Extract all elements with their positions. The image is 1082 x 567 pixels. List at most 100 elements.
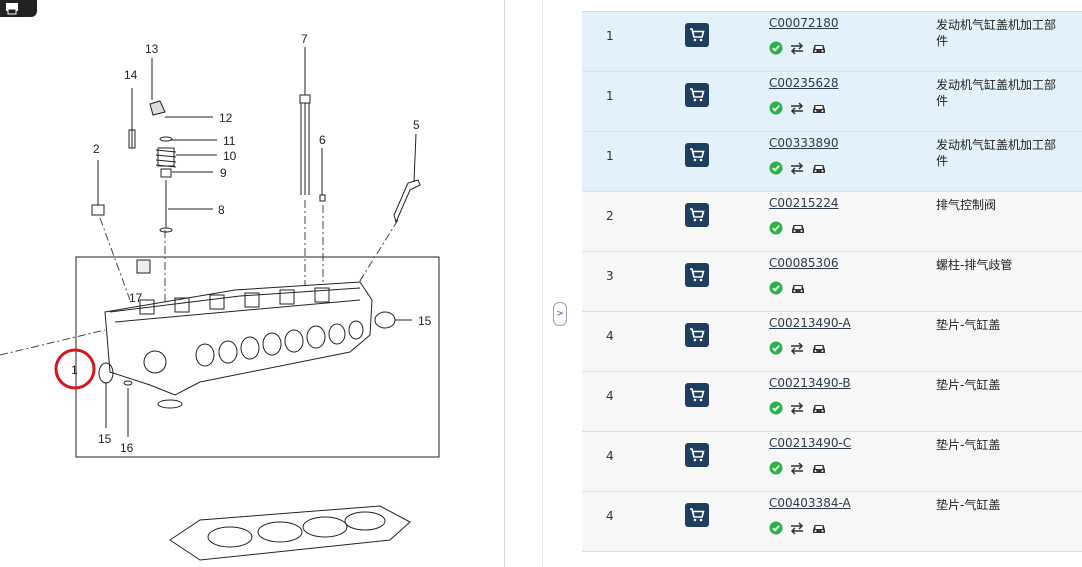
print-icon [6,3,18,15]
quantity-cell: 1 [606,29,614,43]
swap-arrows-icon[interactable] [790,401,804,415]
car-icon[interactable] [811,341,827,355]
check-circle-icon [769,161,783,175]
parts-list: 1 C00072180 发动机气缸盖机加工部件 1 C00235628 [582,12,1082,552]
add-to-cart-button[interactable] [685,383,709,407]
callout-16[interactable]: 16 [120,441,134,455]
callout-15[interactable]: 15 [98,432,112,446]
part-number-link[interactable]: C00213490-C [769,436,852,450]
shopping-cart-icon [690,328,705,342]
part-number-link[interactable]: C00403384-A [769,496,851,510]
part-number-link[interactable]: C00072180 [769,16,839,30]
pane-gutter [505,0,543,567]
part-description: 垫片-气缸盖 [936,378,1001,392]
callout-15[interactable]: 15 [418,314,432,328]
swap-arrows-icon[interactable] [790,341,804,355]
check-circle-icon [769,521,783,535]
shopping-cart-icon [690,88,705,102]
add-to-cart-button[interactable] [685,503,709,527]
collapse-handle[interactable]: > [553,302,567,326]
quantity-cell: 4 [606,449,614,463]
part-number-link[interactable]: C00213490-A [769,316,851,330]
callout-9[interactable]: 9 [220,166,227,180]
part-description: 垫片-气缸盖 [936,438,1001,452]
quantity-cell: 3 [606,269,614,283]
car-icon[interactable] [811,101,827,115]
car-icon[interactable] [811,461,827,475]
swap-arrows-icon[interactable] [790,41,804,55]
table-row[interactable]: 2 C00215224 排气控制阀 [582,192,1082,252]
car-icon[interactable] [811,521,827,535]
quantity-cell: 4 [606,509,614,523]
shopping-cart-icon [690,148,705,162]
add-to-cart-button[interactable] [685,143,709,167]
car-icon[interactable] [790,221,806,235]
table-row[interactable]: 1 C00235628 发动机气缸盖机加工部件 [582,72,1082,132]
part-status-icons [769,41,827,55]
swap-arrows-icon[interactable] [790,101,804,115]
shopping-cart-icon [690,448,705,462]
part-description: 垫片-气缸盖 [936,318,1001,332]
callout-17[interactable]: 17 [129,291,143,305]
check-circle-icon [769,41,783,55]
part-status-icons [769,401,827,415]
shopping-cart-icon [690,28,705,42]
check-circle-icon [769,101,783,115]
check-circle-icon [769,461,783,475]
assembly-frame [75,256,440,458]
part-description: 发动机气缸盖机加工部件 [936,18,1057,48]
callout-13[interactable]: 13 [145,42,159,56]
swap-arrows-icon[interactable] [790,521,804,535]
shopping-cart-icon [690,208,705,222]
exploded-diagram-pane: 1 2 5 6 7 8 9 10 11 12 13 14 15 15 16 17 [0,0,504,567]
part-number-link[interactable]: C00333890 [769,136,839,150]
callout-1[interactable]: 1 [71,363,78,377]
part-description: 垫片-气缸盖 [936,498,1001,512]
add-to-cart-button[interactable] [685,83,709,107]
car-icon[interactable] [811,41,827,55]
part-status-icons [769,281,806,295]
check-circle-icon [769,221,783,235]
part-status-icons [769,221,806,235]
table-row[interactable]: 3 C00085306 螺柱-排气歧管 [582,252,1082,312]
check-circle-icon [769,341,783,355]
swap-arrows-icon[interactable] [790,461,804,475]
callout-12[interactable]: 12 [219,111,233,125]
table-row[interactable]: 1 C00072180 发动机气缸盖机加工部件 [582,12,1082,72]
table-row[interactable]: 4 C00213490-B 垫片-气缸盖 [582,372,1082,432]
callout-2[interactable]: 2 [93,142,100,156]
add-to-cart-button[interactable] [685,443,709,467]
part-number-link[interactable]: C00085306 [769,256,839,270]
add-to-cart-button[interactable] [685,23,709,47]
table-top-border [582,11,1082,12]
table-row[interactable]: 4 C00213490-C 垫片-气缸盖 [582,432,1082,492]
part-number-link[interactable]: C00235628 [769,76,839,90]
callout-14[interactable]: 14 [124,68,138,82]
add-to-cart-button[interactable] [685,323,709,347]
toolbar-print-button[interactable] [0,0,37,17]
pane-divider[interactable] [504,0,505,567]
callout-8[interactable]: 8 [218,203,225,217]
car-icon[interactable] [811,161,827,175]
car-icon[interactable] [790,281,806,295]
part-number-link[interactable]: C00215224 [769,196,839,210]
callout-5[interactable]: 5 [413,118,420,132]
cylinder-head-diagram: 1 2 5 6 7 8 9 10 11 12 13 14 15 15 16 17 [0,32,440,561]
quantity-cell: 1 [606,149,614,163]
swap-arrows-icon[interactable] [790,161,804,175]
callout-6[interactable]: 6 [319,133,326,147]
car-icon[interactable] [811,401,827,415]
add-to-cart-button[interactable] [685,203,709,227]
table-row[interactable]: 1 C00333890 发动机气缸盖机加工部件 [582,132,1082,192]
part-description: 排气控制阀 [936,198,997,212]
callout-7[interactable]: 7 [301,32,308,46]
part-number-link[interactable]: C00213490-B [769,376,851,390]
callout-10[interactable]: 10 [223,149,237,163]
shopping-cart-icon [690,508,705,522]
table-row[interactable]: 4 C00403384-A 垫片-气缸盖 [582,492,1082,552]
callout-11[interactable]: 11 [223,134,236,148]
part-status-icons [769,461,827,475]
table-row[interactable]: 4 C00213490-A 垫片-气缸盖 [582,312,1082,372]
add-to-cart-button[interactable] [685,263,709,287]
part-description: 发动机气缸盖机加工部件 [936,138,1057,168]
